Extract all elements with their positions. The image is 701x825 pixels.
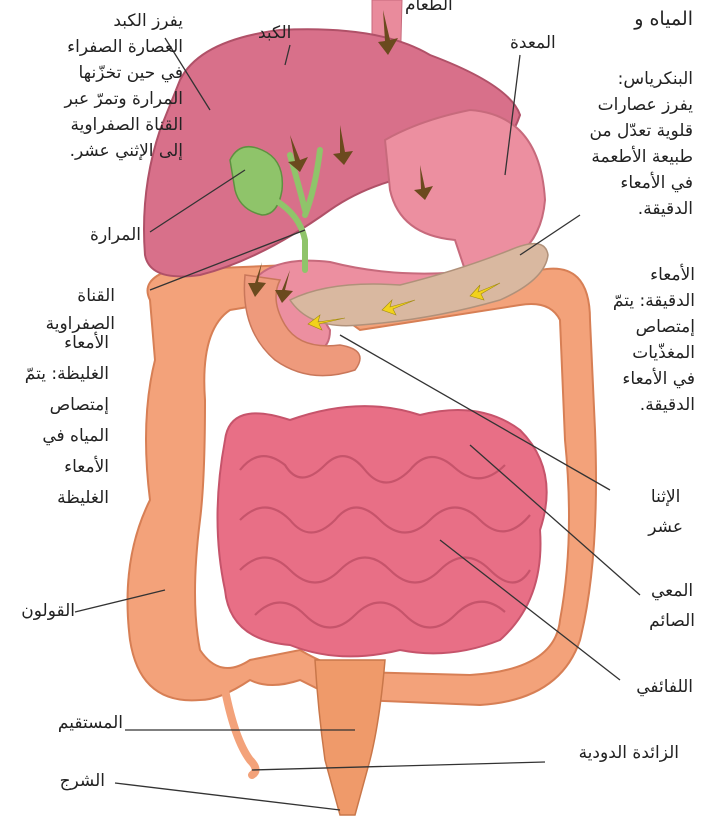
label-colon: القولون (21, 598, 75, 624)
small-intestine-desc-line: إمتصاص (613, 314, 695, 340)
jejunum-line: المعي (649, 576, 695, 606)
label-water-partial: المياه و (634, 6, 693, 32)
pancreas-line: قلوية تعدّل من (590, 118, 693, 144)
jejunum-line: الصائم (649, 606, 695, 636)
small-intestine-desc-line: في الأمعاء (613, 366, 695, 392)
small-intestine-desc-line: الدقيقة. (613, 392, 695, 418)
small-intestine-desc-line: المغذّيات (613, 340, 695, 366)
label-appendix: الزائدة الدودية (579, 740, 679, 766)
pancreas-line: طبيعة الأطعمة (590, 144, 693, 170)
large-intestine-desc-line: المياه في (25, 421, 109, 452)
liver-bile-line: في حين تخزّنها (64, 60, 183, 86)
label-gallbladder: المرارة (90, 222, 141, 248)
large-intestine-desc-line: الغليظة (25, 483, 109, 514)
duodenum-line: عشر (648, 512, 683, 542)
label-duodenum: الإثنا عشر (648, 482, 683, 542)
label-small-intestine-desc: الأمعاء الدقيقة: يتمّ إمتصاص المغذّيات ف… (613, 262, 695, 418)
label-large-intestine-desc: الأمعاء الغليظة: يتمّ إمتصاص المياه في ا… (25, 328, 109, 514)
label-food: الطعام (405, 0, 453, 18)
label-pancreas: البنكرياس: يفرز عصارات قلوية تعدّل من طب… (590, 66, 693, 222)
large-intestine-desc-line: الأمعاء (25, 452, 109, 483)
label-anus: الشرج (60, 768, 105, 794)
label-ileum: اللفائفي (636, 674, 693, 700)
pancreas-line: في الأمعاء (590, 170, 693, 196)
liver-bile-line: المرارة وتمرّ عبر (64, 86, 183, 112)
pancreas-line: البنكرياس: (590, 66, 693, 92)
label-jejunum: المعي الصائم (649, 576, 695, 636)
pancreas-line: الدقيقة. (590, 196, 693, 222)
liver-bile-line: إلى الإثني عشر. (64, 138, 183, 164)
small-intestine-desc-line: الأمعاء (613, 262, 695, 288)
label-liver-bile: يفرز الكبد العصارة الصفراء في حين تخزّنه… (64, 8, 183, 164)
label-rectum: المستقيم (58, 710, 123, 736)
liver-bile-line: العصارة الصفراء (64, 34, 183, 60)
duodenum-line: الإثنا (648, 482, 683, 512)
rectum (315, 660, 385, 815)
bile-duct-line: القناة (46, 282, 115, 310)
liver-bile-line: يفرز الكبد (64, 8, 183, 34)
label-liver: الكبد (258, 20, 291, 46)
large-intestine-desc-line: إمتصاص (25, 390, 109, 421)
pancreas-line: يفرز عصارات (590, 92, 693, 118)
large-intestine-desc-line: الأمعاء (25, 328, 109, 359)
small-intestine-desc-line: الدقيقة: يتمّ (613, 288, 695, 314)
appendix (225, 690, 256, 775)
large-intestine-desc-line: الغليظة: يتمّ (25, 359, 109, 390)
liver-bile-line: القناة الصفراوية (64, 112, 183, 138)
label-stomach: المعدة (510, 30, 556, 56)
